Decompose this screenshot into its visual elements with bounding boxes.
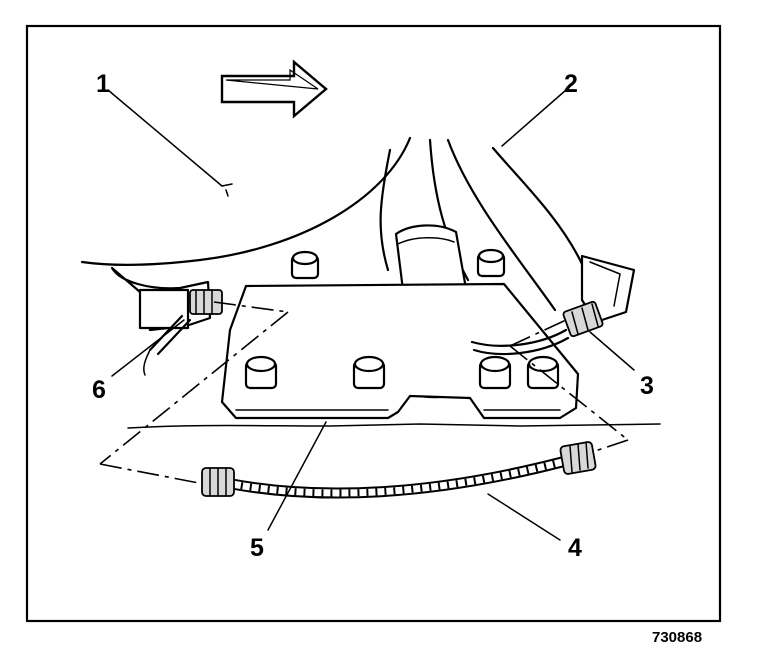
callout-2: 2 bbox=[564, 70, 578, 98]
bolt bbox=[526, 355, 560, 390]
brake-hose bbox=[201, 441, 597, 499]
bolt bbox=[476, 248, 506, 278]
figure-id: 730868 bbox=[652, 629, 702, 646]
leader-lines bbox=[107, 89, 635, 541]
arrow-right-icon bbox=[220, 59, 328, 119]
bolt bbox=[352, 355, 386, 390]
left-hose-fitting bbox=[143, 289, 223, 376]
hose-end-fitting bbox=[559, 441, 597, 475]
callout-6: 6 bbox=[92, 376, 106, 404]
bolt bbox=[290, 250, 320, 280]
bolt-group bbox=[244, 248, 560, 390]
bolt bbox=[244, 355, 278, 390]
right-hose-fitting bbox=[470, 300, 604, 356]
bolt bbox=[478, 355, 512, 390]
callout-5: 5 bbox=[250, 534, 264, 562]
left-bracket bbox=[110, 266, 212, 332]
callout-1: 1 bbox=[96, 70, 110, 98]
hose-end-fitting bbox=[201, 467, 235, 497]
callout-3: 3 bbox=[640, 372, 654, 400]
callout-4: 4 bbox=[568, 534, 582, 562]
component-housing bbox=[80, 136, 412, 266]
